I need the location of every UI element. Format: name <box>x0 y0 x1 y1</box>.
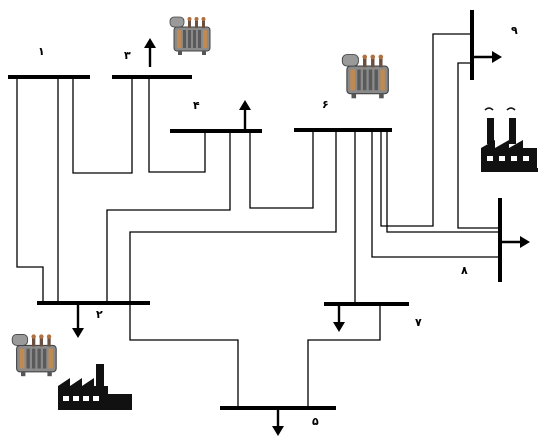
load-arrow-icon <box>474 51 502 63</box>
line-1-3 <box>72 77 133 174</box>
line-9-8 <box>457 62 500 229</box>
transformer-icon <box>169 16 211 56</box>
bus-label-1: ۱ <box>38 45 45 58</box>
bus-label-8: ۸ <box>461 264 468 277</box>
transformer-icon <box>11 333 57 377</box>
load-arrow-icon <box>333 306 345 332</box>
line-1-2-a <box>16 77 44 303</box>
bus-label-7: ۷ <box>415 316 422 329</box>
line-3-4 <box>148 77 206 173</box>
load-arrow-icon <box>272 410 284 436</box>
factory-icon <box>58 364 132 410</box>
load-arrow-icon <box>72 305 84 338</box>
bus-label-5: ۵ <box>312 415 319 428</box>
bus-label-6: ۶ <box>322 98 329 111</box>
load-arrow-icon <box>144 38 156 67</box>
line-6-9 <box>380 33 472 227</box>
bus-label-3: ۳ <box>124 49 131 62</box>
line-6-2 <box>129 130 337 408</box>
line-4-6 <box>249 130 314 209</box>
bus-label-4: ۴ <box>193 99 200 112</box>
factory-icon <box>480 107 538 173</box>
transformer-icon <box>341 54 389 99</box>
bus-label-2: ۲ <box>96 308 103 321</box>
line-4-2 <box>106 131 231 303</box>
load-arrow-icon <box>239 100 251 129</box>
line-6-8-b <box>386 130 500 233</box>
bus-label-9: ۹ <box>511 24 518 37</box>
line-6-8-a <box>371 130 500 258</box>
load-arrow-icon <box>502 236 530 248</box>
line-7-5 <box>307 304 381 408</box>
